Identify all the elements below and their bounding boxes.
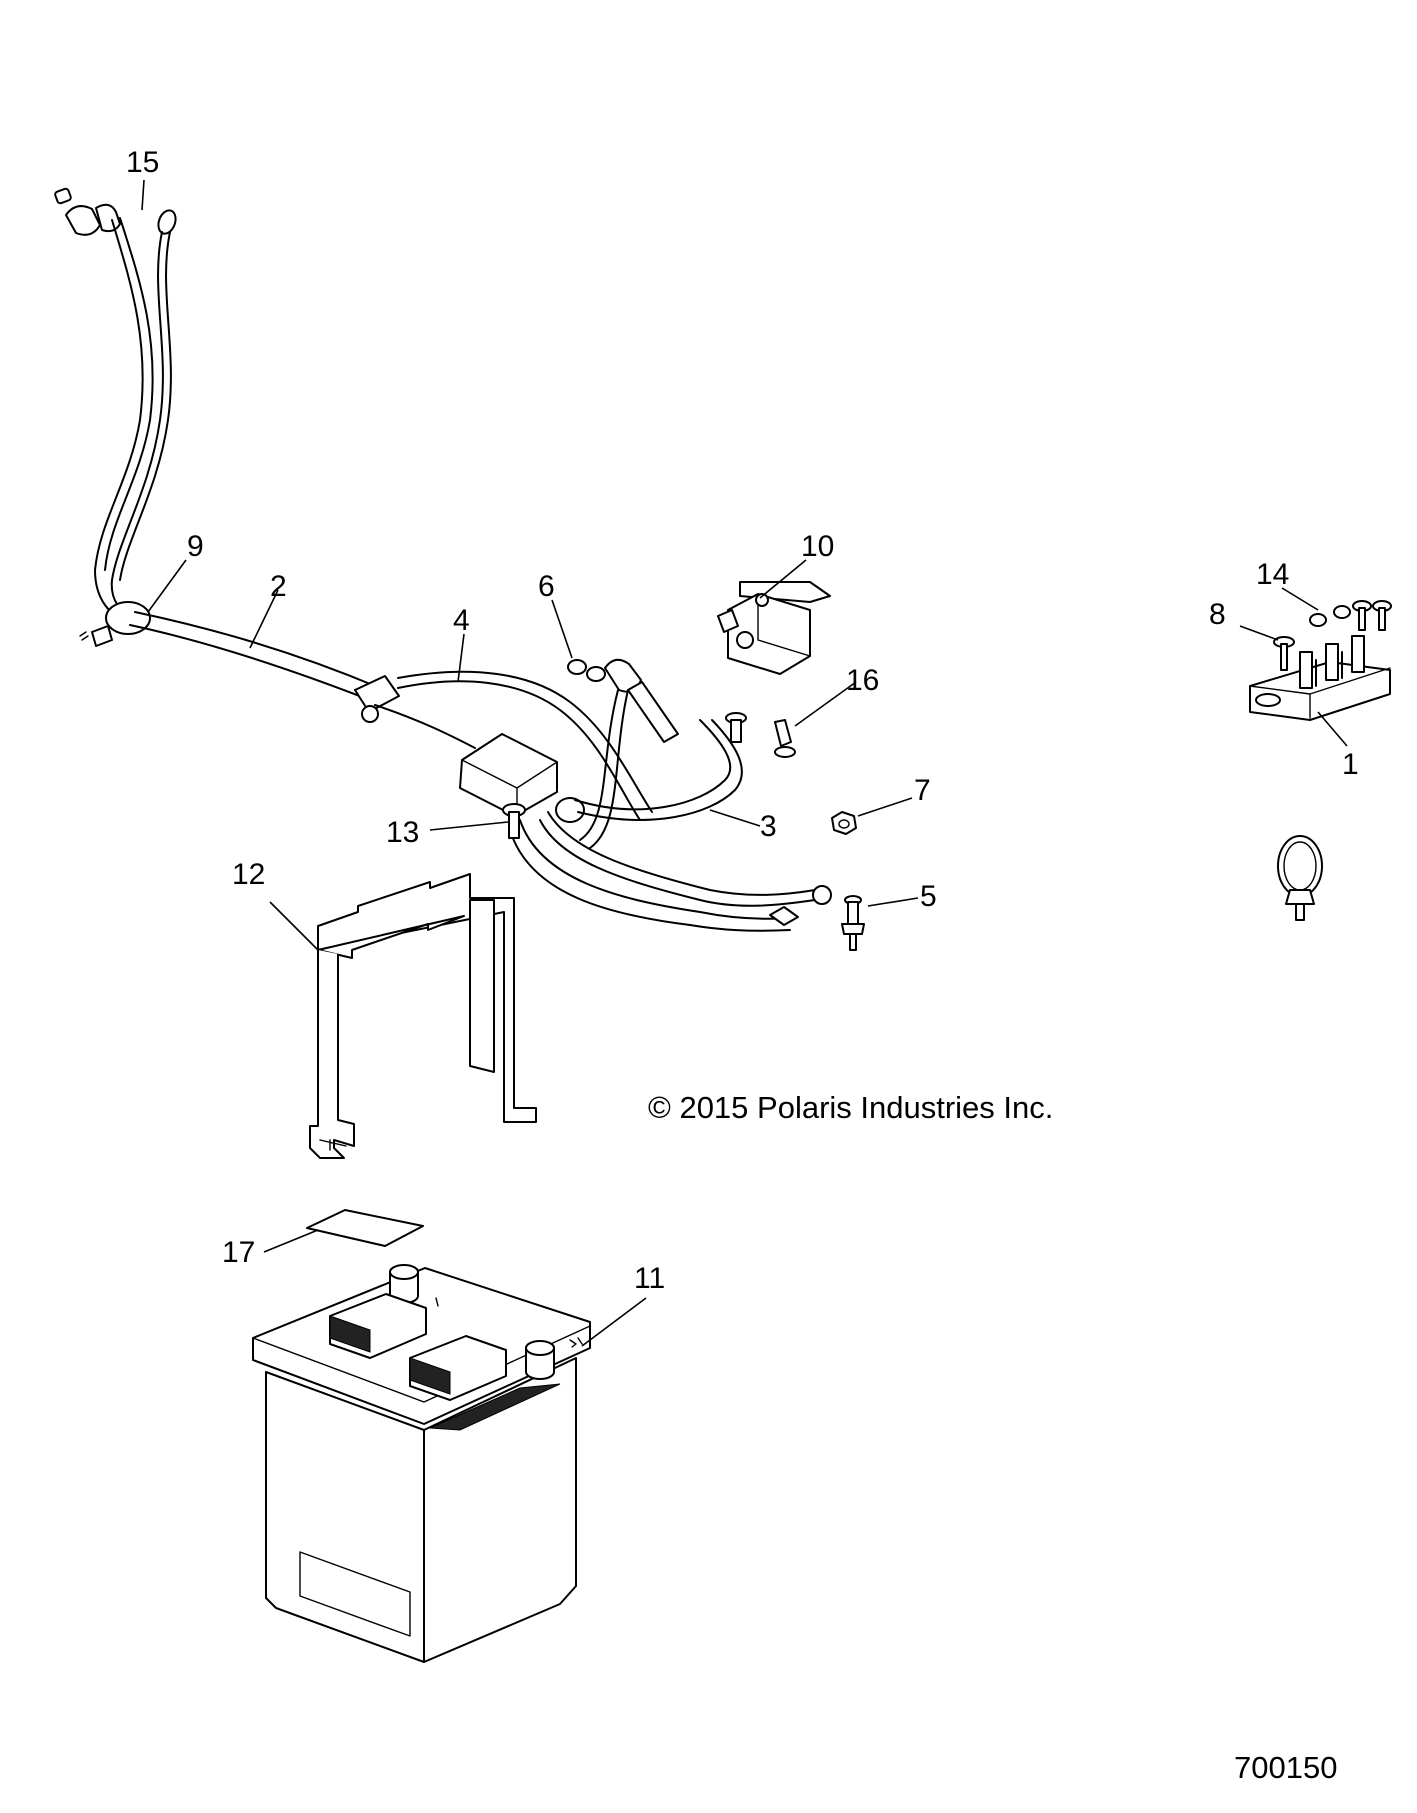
bolt-16 [725, 712, 796, 758]
callout-15: 15 [126, 146, 159, 179]
callout-16: 16 [846, 664, 879, 697]
screw-8 [1273, 636, 1295, 671]
diagram-code: 700150 [1234, 1750, 1337, 1785]
copyright-notice: © 2015 Polaris Industries Inc. [648, 1090, 1053, 1125]
callout-17: 17 [222, 1236, 255, 1269]
callout-12: 12 [232, 858, 265, 891]
cable-clamp [1277, 835, 1323, 921]
battery-cable-harness [54, 187, 832, 932]
callout-11: 11 [634, 1262, 665, 1295]
battery-label-17 [306, 1209, 424, 1247]
callout-4: 4 [453, 604, 470, 637]
callout-8: 8 [1209, 598, 1226, 631]
callout-9: 9 [187, 530, 204, 563]
leader-lines [141, 179, 1348, 1347]
callout-6: 6 [538, 570, 555, 603]
callout-10: 10 [801, 530, 834, 563]
nut-6 [567, 659, 606, 682]
terminal-block-1 [1249, 635, 1391, 721]
callout-5: 5 [920, 880, 937, 913]
nut-14 [1309, 600, 1392, 631]
callout-2: 2 [270, 570, 287, 603]
battery-11 [252, 1264, 591, 1663]
callout-13: 13 [386, 816, 419, 849]
callout-14: 14 [1256, 558, 1289, 591]
bolt-13 [502, 803, 526, 839]
callout-7: 7 [914, 774, 931, 807]
nut-7 [831, 811, 857, 835]
battery-hold-down-12 [309, 873, 537, 1159]
bolt-5 [841, 895, 865, 951]
callout-1: 1 [1342, 748, 1359, 781]
starter-solenoid-10 [717, 581, 831, 675]
callout-3: 3 [760, 810, 777, 843]
